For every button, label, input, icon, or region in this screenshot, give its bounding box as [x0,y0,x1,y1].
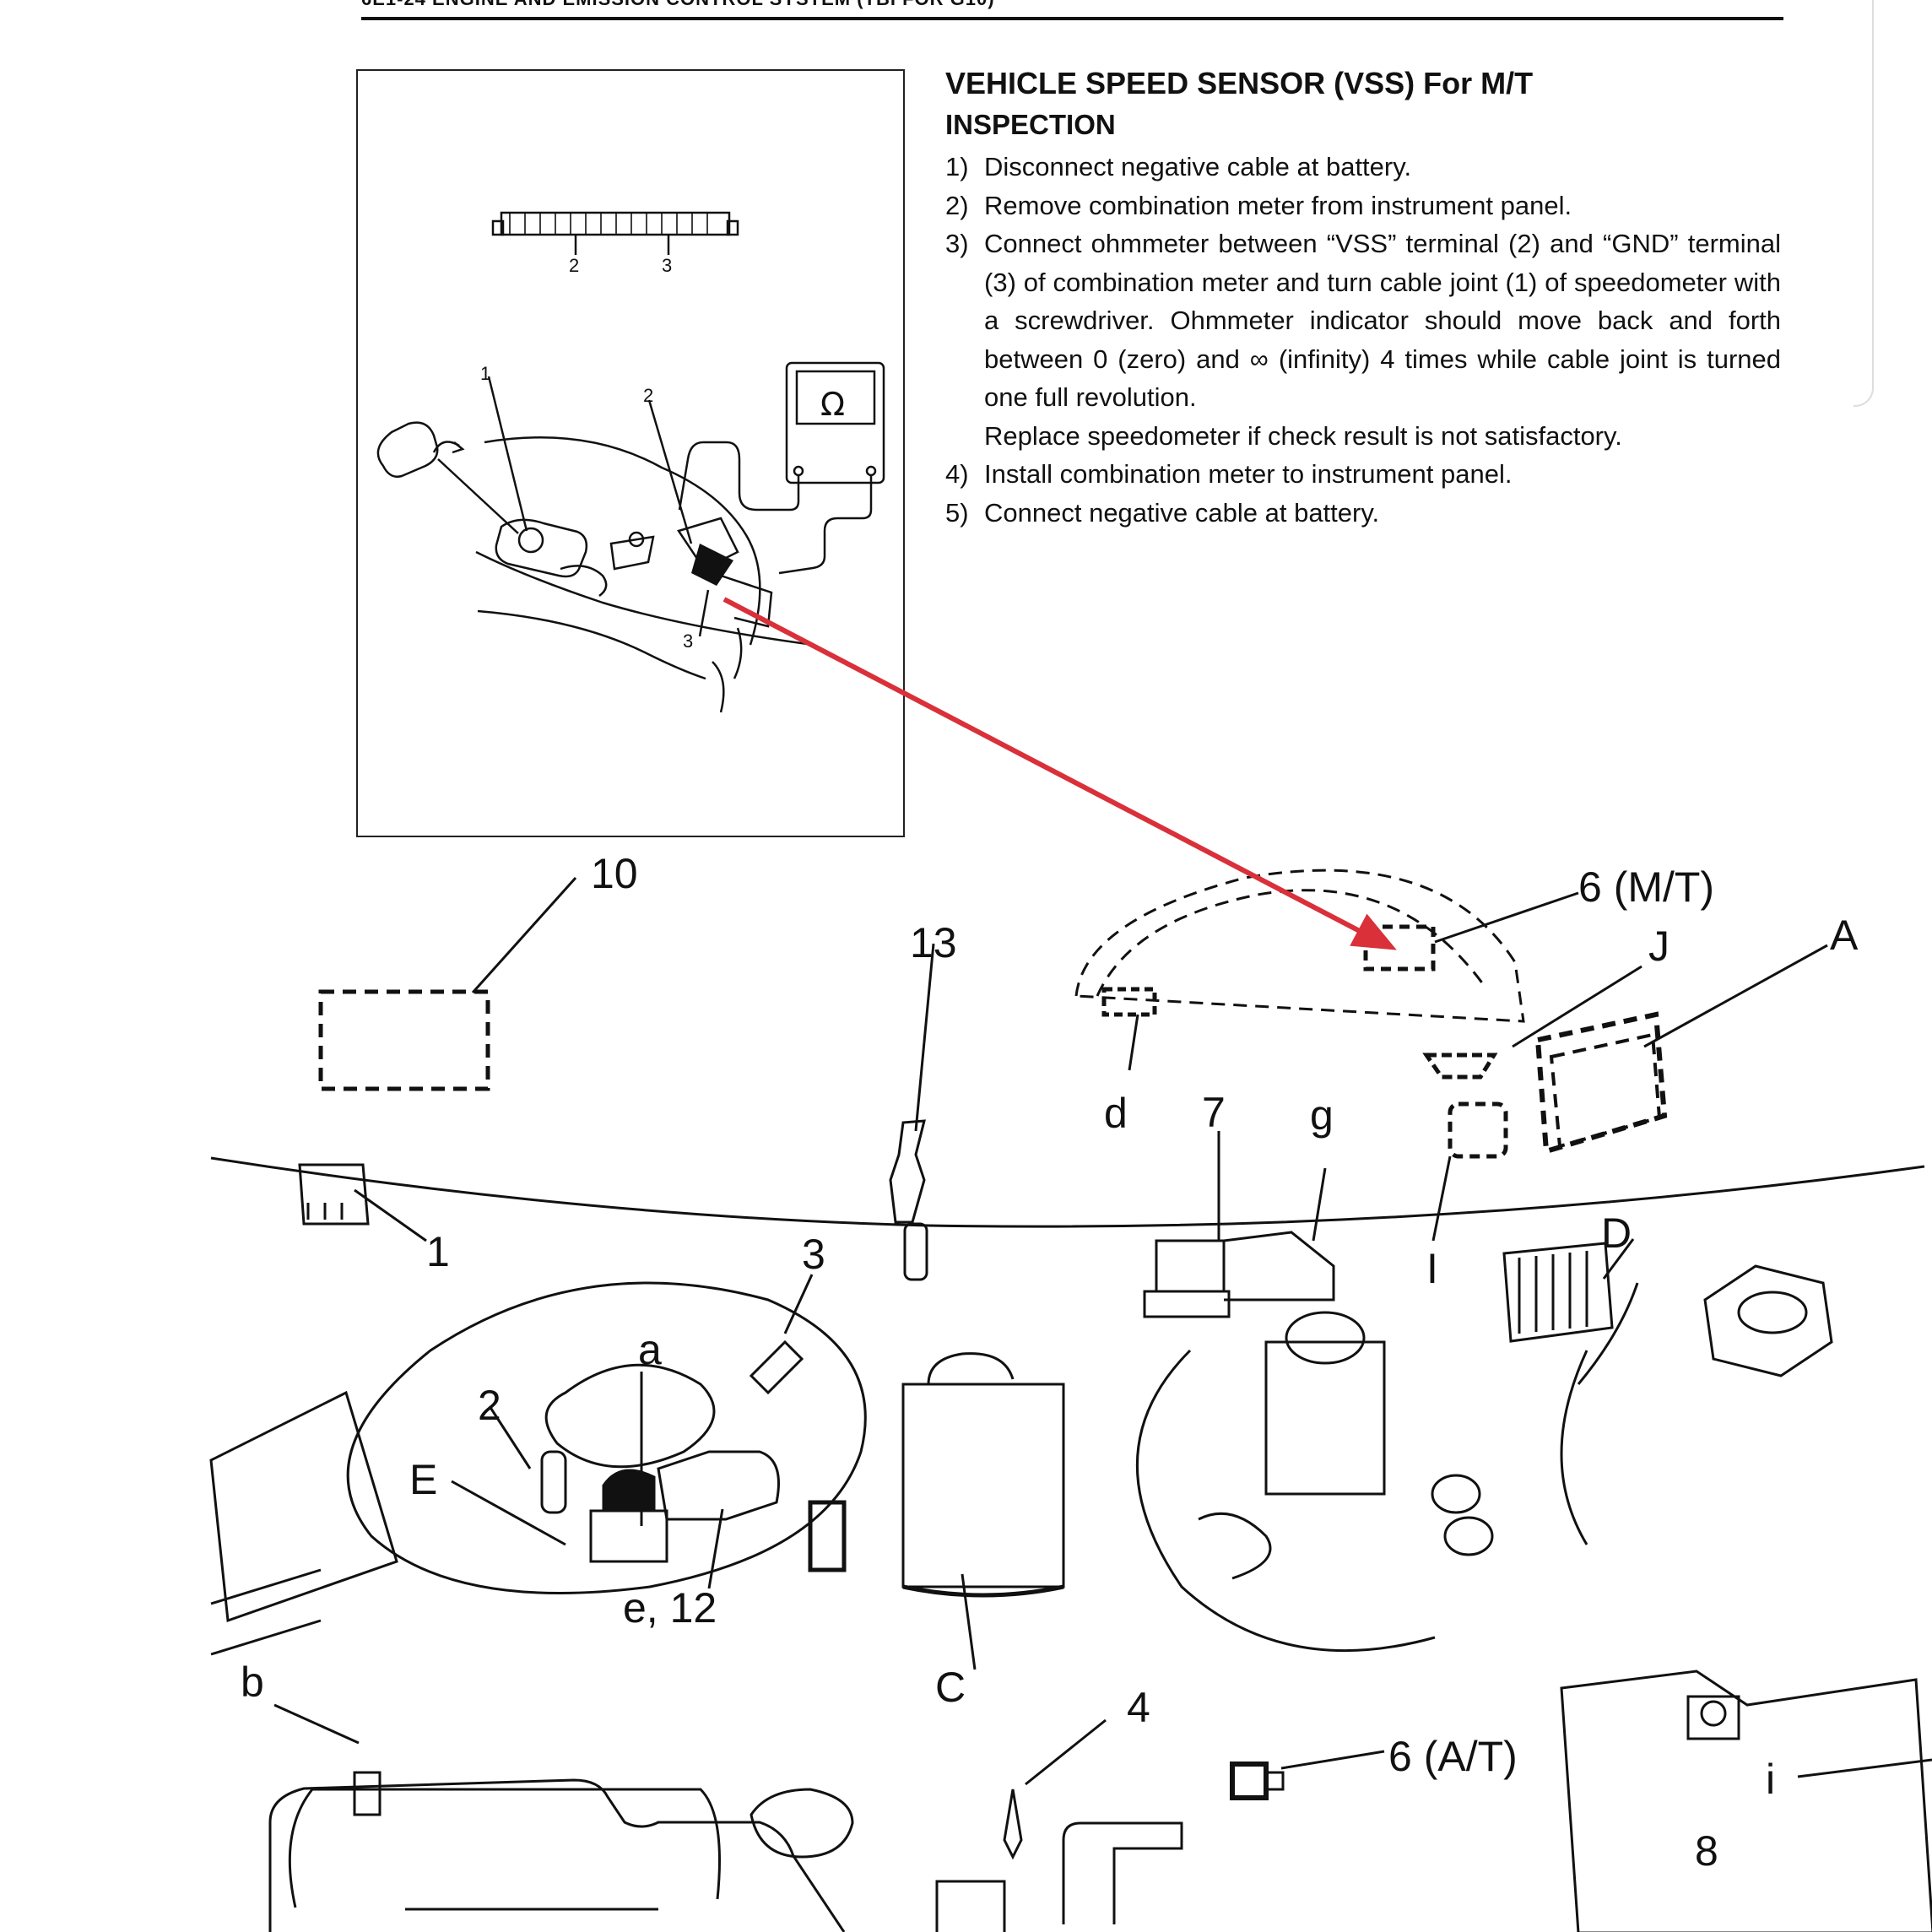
label-d-upper: D [1601,1210,1632,1257]
component-a-box [1534,1011,1668,1155]
step-text: Remove combination meter from instrument… [984,190,1572,220]
label-7: 7 [1202,1089,1226,1136]
probe-label-3: 3 [683,630,693,652]
label-c: C [935,1664,966,1711]
header-rule [361,17,1783,20]
inset-illustration: 2 3 1 2 3 Ω [376,211,885,713]
label-i-upper: I [1426,1245,1438,1292]
label-e: E [409,1456,437,1503]
label-2: 2 [478,1382,501,1429]
component-1 [298,1163,370,1226]
step-item: 5)Connect negative cable at battery. [945,497,1380,528]
component-10-box [318,989,490,1091]
component-d [1502,1242,1614,1343]
label-1: 1 [426,1228,450,1275]
component-2 [540,1450,567,1514]
oil-cap [1703,1264,1833,1377]
cable-joint-label-1: 1 [480,363,490,384]
component-13 [889,1119,926,1224]
section-title: VEHICLE SPEED SENSOR (VSS) For M/T [945,66,1534,100]
label-3: 3 [802,1231,825,1278]
label-6-at: 6 (A/T) [1388,1733,1518,1780]
label-10: 10 [591,850,638,897]
step-item: 3)Connect ohmmeter between “VSS” termina… [945,225,1781,455]
ohm-symbol: Ω [820,386,845,423]
label-b: b [241,1659,264,1706]
battery-8 [1560,1670,1932,1932]
component-6at [1230,1762,1269,1800]
label-d: d [1104,1090,1128,1137]
label-j: J [1648,923,1670,970]
vss-mt-box [1363,924,1436,971]
component-7 [1155,1239,1226,1293]
step-text: Install combination meter to instrument … [984,459,1513,490]
filler-cap [750,1788,854,1859]
label-6-mt: 6 (M/T) [1578,863,1714,911]
ohmmeter [785,361,885,484]
step-text: Disconnect negative cable at battery. [984,152,1412,182]
air-cleaner [346,1281,867,1594]
canister-c [901,1383,1065,1588]
step-text: Connect ohmmeter between “VSS” terminal … [984,229,1781,413]
inset-figure: 2 3 1 2 3 Ω [356,69,905,837]
step-item: 4)Install combination meter to instrumen… [945,459,1513,490]
step-item: 1)Disconnect negative cable at battery. [945,152,1412,182]
component-3 [749,1339,804,1395]
step-item: 2)Remove combination meter from instrume… [945,190,1572,220]
callout-arrow [722,597,1397,950]
label-g: g [1310,1091,1334,1139]
cable-joint [495,518,588,578]
step-list: 1)Disconnect negative cable at battery. … [945,148,1781,532]
probe-label-2: 2 [643,385,653,406]
label-8: 8 [1695,1827,1718,1875]
label-a-lower: a [638,1326,662,1373]
connector-label-2: 2 [569,255,579,276]
page-header: 6E1-24 ENGINE AND EMISSION CONTROL SYSTE… [361,0,995,10]
connector-label-3: 3 [662,255,672,276]
step-note: Replace speedometer if check result is n… [984,420,1622,451]
inspection-section: VEHICLE SPEED SENSOR (VSS) For M/T INSPE… [945,66,1781,532]
label-i: i [1766,1756,1775,1803]
component-4 [1003,1789,1023,1860]
step-text: Connect negative cable at battery. [984,497,1380,528]
label-e-12: e, 12 [623,1584,717,1632]
section-subtitle: INSPECTION [945,109,1116,141]
component-b [353,1771,382,1816]
label-a: A [1830,912,1859,959]
label-4: 4 [1127,1684,1150,1731]
label-13: 13 [910,919,957,966]
meter-connector [500,211,731,236]
screwdriver-handle [376,421,439,478]
